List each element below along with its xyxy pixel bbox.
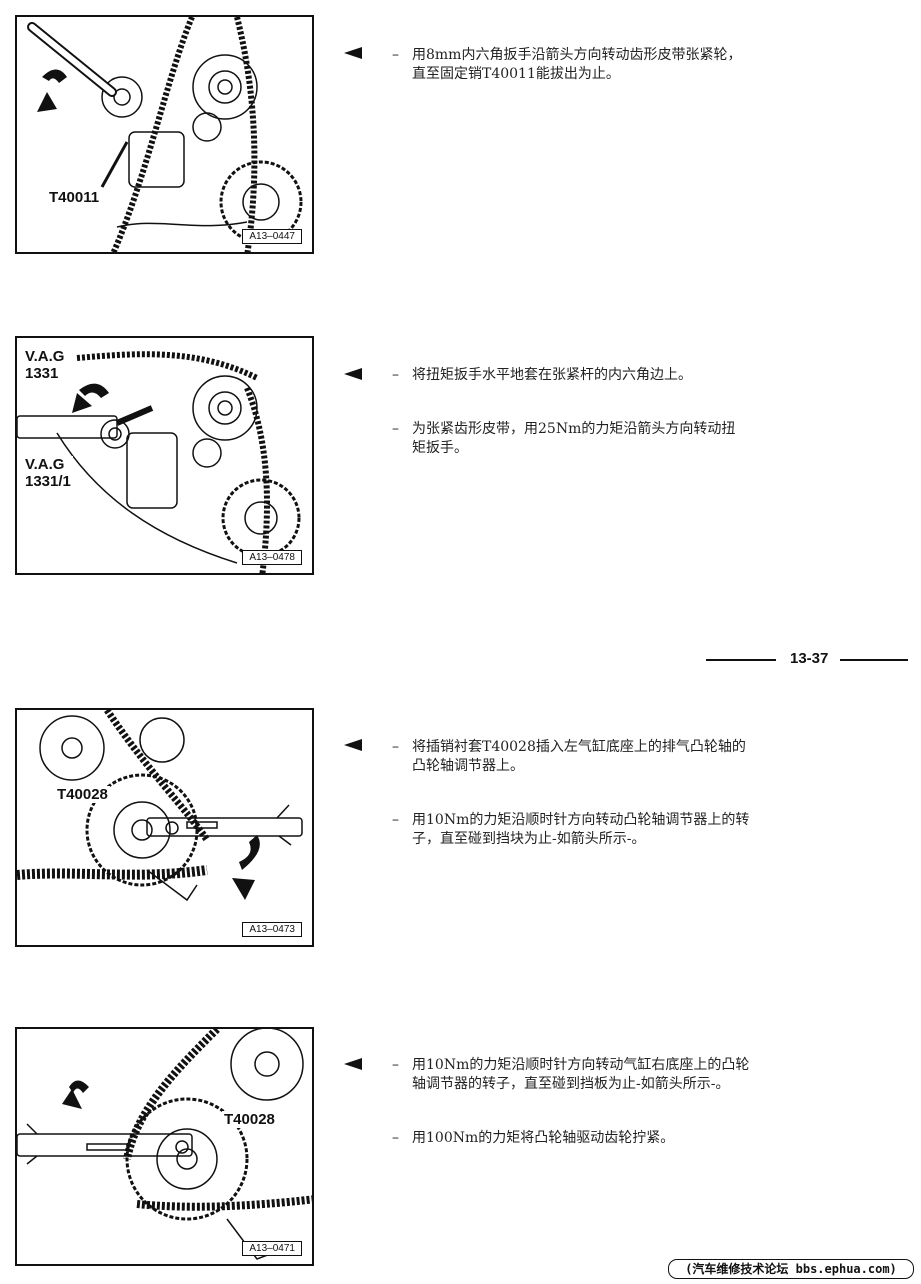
- step-dash: –: [392, 1130, 399, 1146]
- step-dash: –: [392, 1057, 399, 1073]
- page-rule-left: [706, 659, 776, 661]
- figure-id: A13–0447: [242, 229, 302, 244]
- figure-camshaft-adjuster-left: T40028 A13–0473: [15, 708, 314, 947]
- pointer-arrow-icon: [344, 368, 362, 380]
- step-dash: –: [392, 421, 399, 437]
- callout-label: T40028: [222, 1111, 277, 1128]
- step-dash: –: [392, 739, 399, 755]
- callout-label: T40028: [55, 786, 110, 803]
- page-number: 13-37: [706, 650, 908, 668]
- step-text: 用10Nm的力矩沿顺时针方向转动气缸右底座上的凸轮 轴调节器的转子，直至碰到挡板…: [412, 1057, 750, 1092]
- pointer-arrow-icon: [344, 47, 362, 59]
- callout-label: V.A.G 1331: [23, 348, 67, 382]
- figure-id: A13–0478: [242, 550, 302, 565]
- engine-illustration: [17, 351, 301, 573]
- step-text: 用10Nm的力矩沿顺时针方向转动凸轮轴调节器上的转 子，直至碰到挡块为止-如箭头…: [412, 812, 750, 847]
- step-dash: –: [392, 812, 399, 828]
- step-text: 将扭矩扳手水平地套在张紧杆的内六角边上。: [412, 367, 692, 383]
- pointer-arrow-icon: [344, 739, 362, 751]
- step-dash: –: [392, 367, 399, 383]
- figure-id: A13–0471: [242, 1241, 302, 1256]
- engine-illustration: [17, 1029, 312, 1260]
- instruction-step: – 用10Nm的力矩沿顺时针方向转动凸轮轴调节器上的转 子，直至碰到挡块为止-如…: [392, 811, 812, 849]
- instruction-step: – 为张紧齿形皮带，用25Nm的力矩沿箭头方向转动扭 矩扳手。: [392, 420, 812, 458]
- engine-illustration: [17, 710, 303, 902]
- page-number-text: 13-37: [790, 650, 829, 667]
- step-text: 用8mm内六角扳手沿箭头方向转动齿形皮带张紧轮， 直至固定销T40011能拔出为…: [412, 47, 742, 82]
- callout-label: V.A.G 1331/1: [23, 456, 73, 490]
- figure-torque-wrench-VAG1331: V.A.G 1331 V.A.G 1331/1 A13–0478: [15, 336, 314, 575]
- page-rule-right: [840, 659, 908, 661]
- instruction-step: – 用10Nm的力矩沿顺时针方向转动气缸右底座上的凸轮 轴调节器的转子，直至碰到…: [392, 1056, 812, 1094]
- figure-tensioner-T40011: T40011 A13–0447: [15, 15, 314, 254]
- instruction-step: – 将插销衬套T40028插入左气缸底座上的排气凸轮轴的 凸轮轴调节器上。: [392, 738, 812, 776]
- step-dash: –: [392, 47, 399, 63]
- instruction-step: – 用100Nm的力矩将凸轮轴驱动齿轮拧紧。: [392, 1129, 812, 1148]
- step-text: 为张紧齿形皮带，用25Nm的力矩沿箭头方向转动扭 矩扳手。: [412, 421, 736, 456]
- callout-label: T40011: [47, 189, 102, 206]
- engine-illustration: [27, 17, 303, 252]
- step-text: 用100Nm的力矩将凸轮轴驱动齿轮拧紧。: [412, 1130, 675, 1146]
- figure-camshaft-adjuster-right: T40028 A13–0471: [15, 1027, 314, 1266]
- step-text: 将插销衬套T40028插入左气缸底座上的排气凸轮轴的 凸轮轴调节器上。: [412, 739, 746, 774]
- instruction-step: – 将扭矩扳手水平地套在张紧杆的内六角边上。: [392, 366, 812, 385]
- site-watermark: (汽车维修技术论坛 bbs.ephua.com): [668, 1259, 914, 1279]
- instruction-step: – 用8mm内六角扳手沿箭头方向转动齿形皮带张紧轮， 直至固定销T40011能拔…: [392, 46, 812, 84]
- pointer-arrow-icon: [344, 1058, 362, 1070]
- figure-id: A13–0473: [242, 922, 302, 937]
